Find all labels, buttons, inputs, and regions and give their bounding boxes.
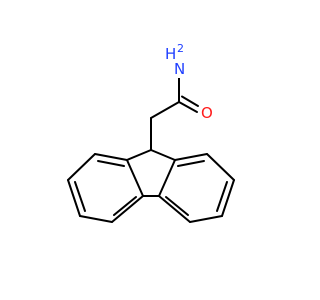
structure-canvas: H 2 N O xyxy=(67,42,235,223)
bond-l-6 xyxy=(126,159,144,197)
bond-r-5 xyxy=(158,195,191,223)
bond-r-6 xyxy=(158,159,176,197)
amide-nitrogen-label: H 2 N xyxy=(165,42,196,78)
bond-carbonyl-o xyxy=(178,101,198,113)
bond-l-double-3 xyxy=(113,196,137,216)
bond-carbonyl-o-double xyxy=(181,95,199,107)
bond-l-4 xyxy=(79,215,113,223)
bond-c9-c9a xyxy=(150,149,176,161)
bond-r-double-1 xyxy=(177,160,205,167)
bond-l-5 xyxy=(111,195,144,223)
bond-r-4 xyxy=(189,215,223,223)
molecule-skeleton xyxy=(67,77,235,223)
nitrogen-hydrogen: H xyxy=(165,45,176,63)
nitrogen-symbol: N xyxy=(174,60,185,78)
bond-r-1 xyxy=(174,153,208,161)
carbonyl-oxygen-label: O xyxy=(199,100,215,122)
bond-r-3 xyxy=(221,179,235,217)
bond-c9-c8a xyxy=(126,149,152,161)
bond-l-1 xyxy=(94,153,128,161)
bond-r-double-2 xyxy=(216,181,228,212)
bond-r-2 xyxy=(206,153,235,181)
nitrogen-hydrogen-count: 2 xyxy=(177,42,184,55)
oxygen-symbol: O xyxy=(201,104,213,122)
bond-l-double-1 xyxy=(97,160,125,167)
bond-ch2-carbonyl xyxy=(150,101,180,119)
bond-l-double-2 xyxy=(74,181,86,212)
bond-r-double-3 xyxy=(165,196,189,216)
bond-l-2 xyxy=(67,153,96,181)
bond-l-3 xyxy=(67,179,81,217)
